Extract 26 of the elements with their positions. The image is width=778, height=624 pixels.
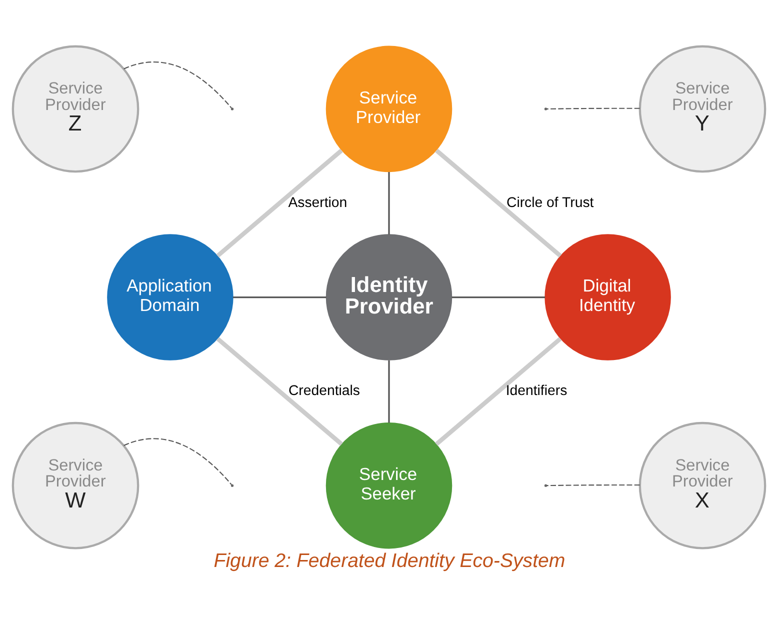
node-circle: Service Provider Z xyxy=(12,44,140,172)
connector xyxy=(216,336,344,446)
node-circle: Identity Provider xyxy=(326,234,452,360)
connector xyxy=(435,148,562,258)
connector xyxy=(546,107,640,109)
connector xyxy=(216,148,343,258)
edge-label: Assertion xyxy=(288,193,348,210)
node-circle: Service Provider W xyxy=(12,421,140,549)
connector xyxy=(434,336,562,446)
edge-label: Circle of Trust xyxy=(506,193,594,210)
caption: Figure 2: Federated Identity Eco-System xyxy=(214,550,566,572)
node-circle: Application Domain xyxy=(107,234,234,360)
edge-label: Identifiers xyxy=(506,382,568,398)
node-circle: Digital Identity xyxy=(544,234,671,360)
connector xyxy=(546,484,640,486)
connector xyxy=(124,61,232,108)
node-circle: Service Provider xyxy=(326,45,452,172)
node-circle: Service Provider X xyxy=(638,421,766,549)
connector xyxy=(233,296,326,298)
node-circle: Service Seeker xyxy=(326,422,452,548)
node-circle: Service Provider Y xyxy=(638,44,766,172)
connector xyxy=(388,172,390,234)
connector xyxy=(124,438,232,484)
edge-label: Credentials xyxy=(288,382,360,398)
connector xyxy=(388,360,390,422)
connector xyxy=(452,296,546,298)
